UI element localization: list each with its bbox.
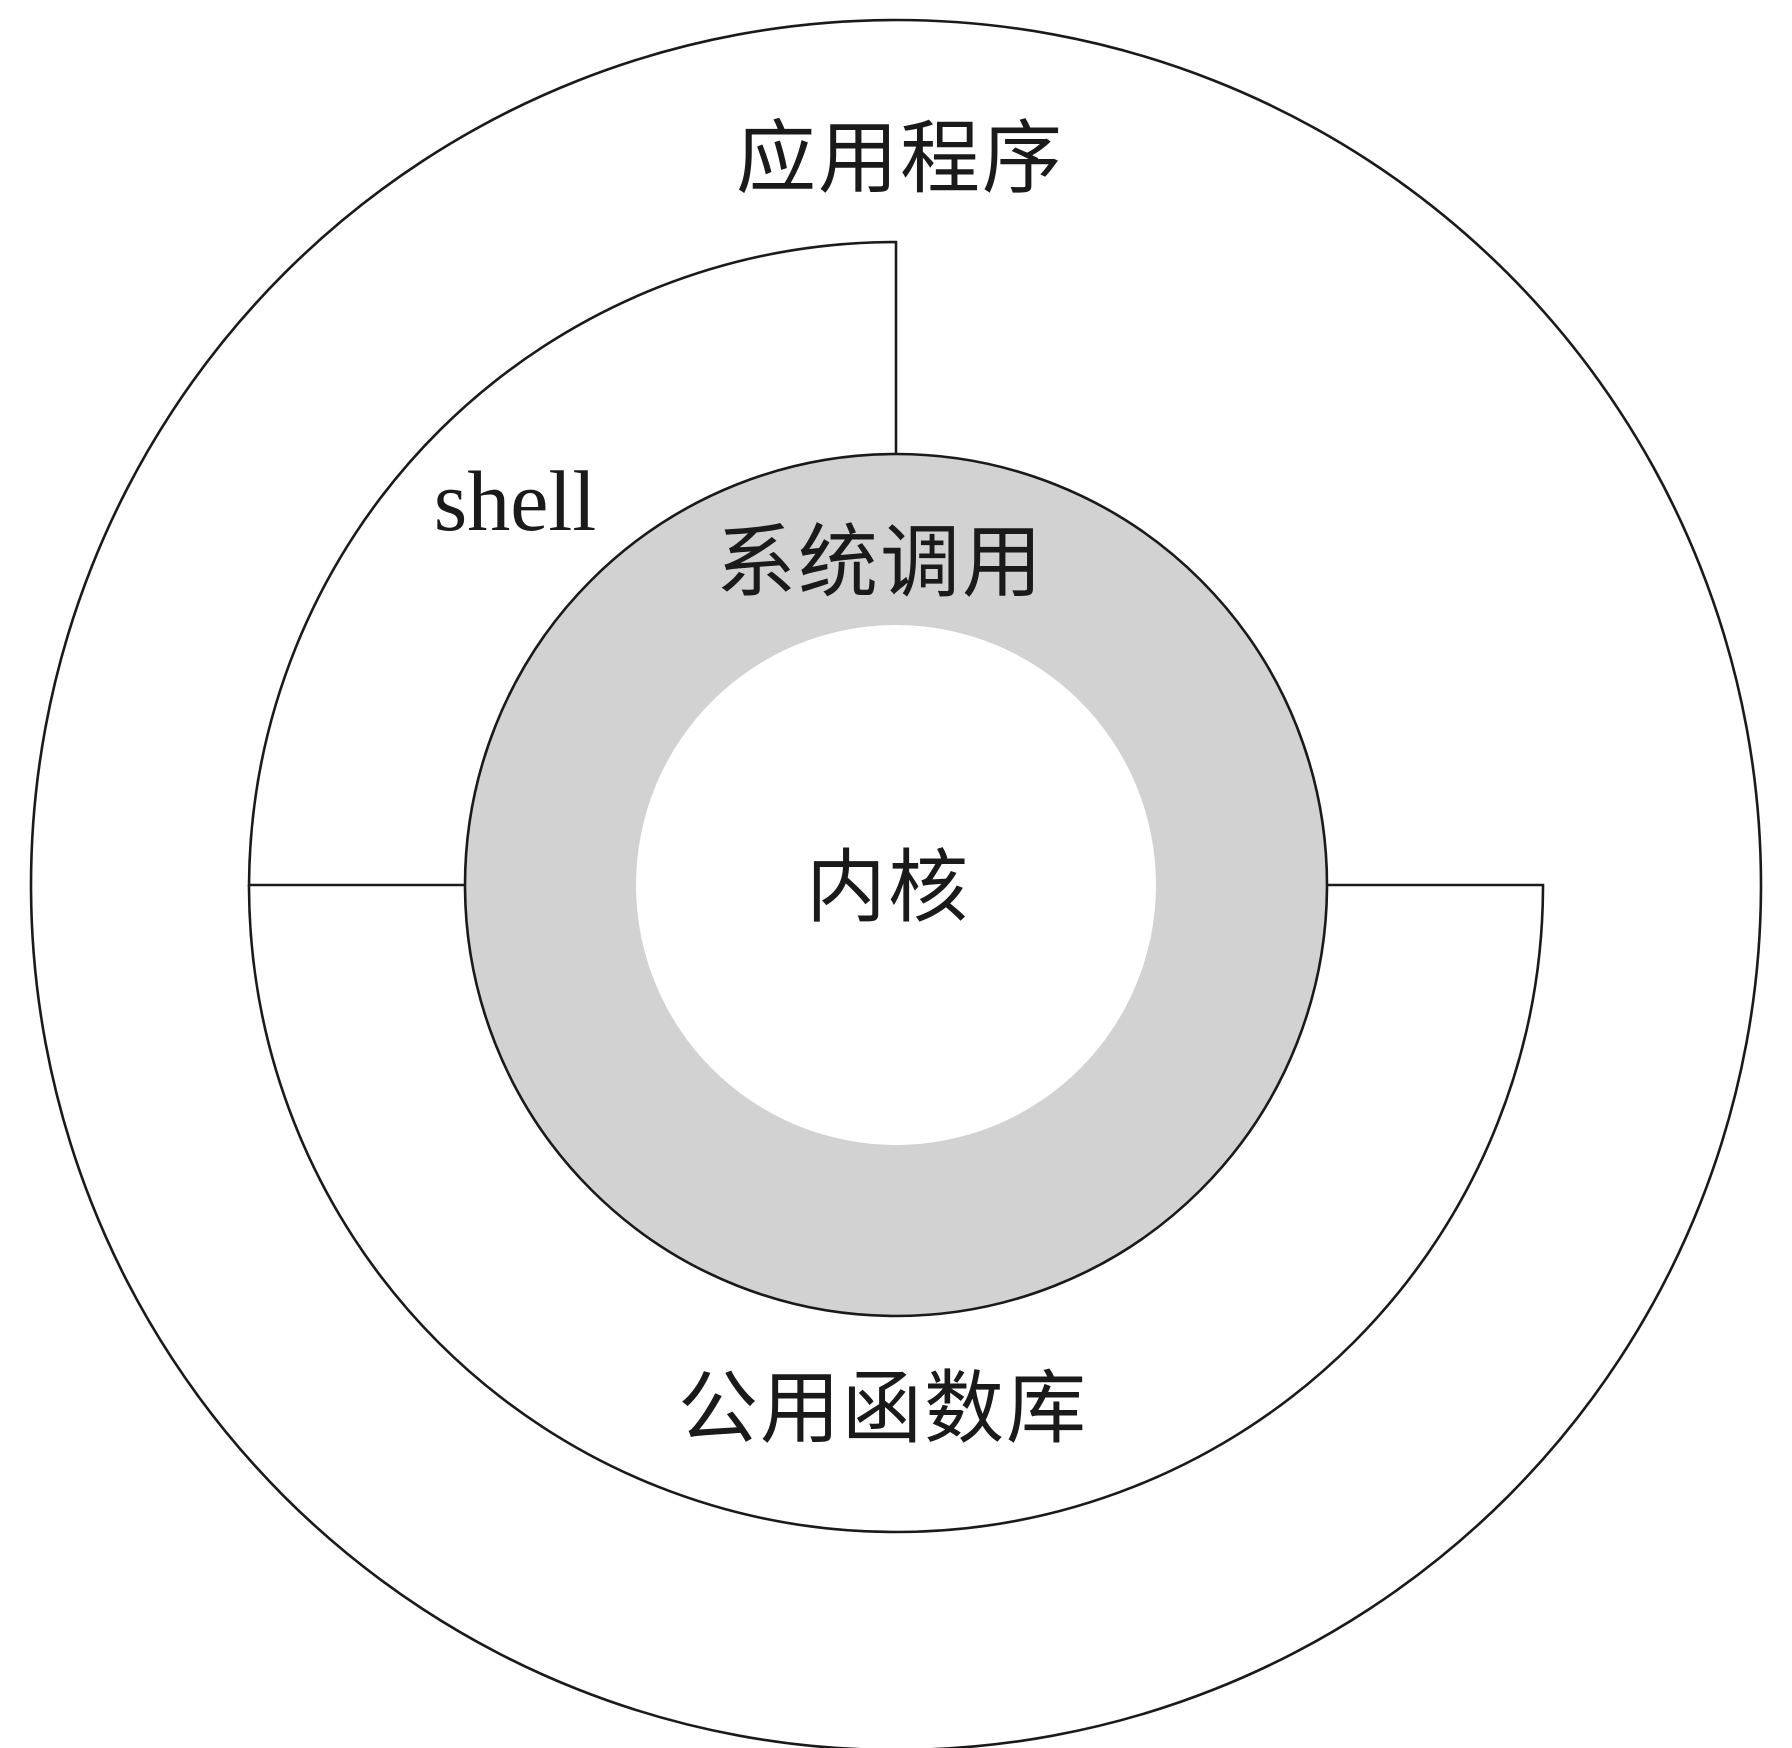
- shell-label: shell: [434, 453, 596, 549]
- library-label: 公用函数库: [678, 1362, 1088, 1455]
- kernel-label: 内核: [806, 841, 970, 934]
- applications-outer-circle: [29, 18, 1763, 1748]
- applications-label: 应用程序: [736, 112, 1064, 205]
- library-region-outline: [247, 883, 1545, 1534]
- kernel-core: [636, 625, 1156, 1145]
- system-calls-label: 系统调用: [716, 516, 1044, 609]
- shell-region-outline: [247, 240, 898, 887]
